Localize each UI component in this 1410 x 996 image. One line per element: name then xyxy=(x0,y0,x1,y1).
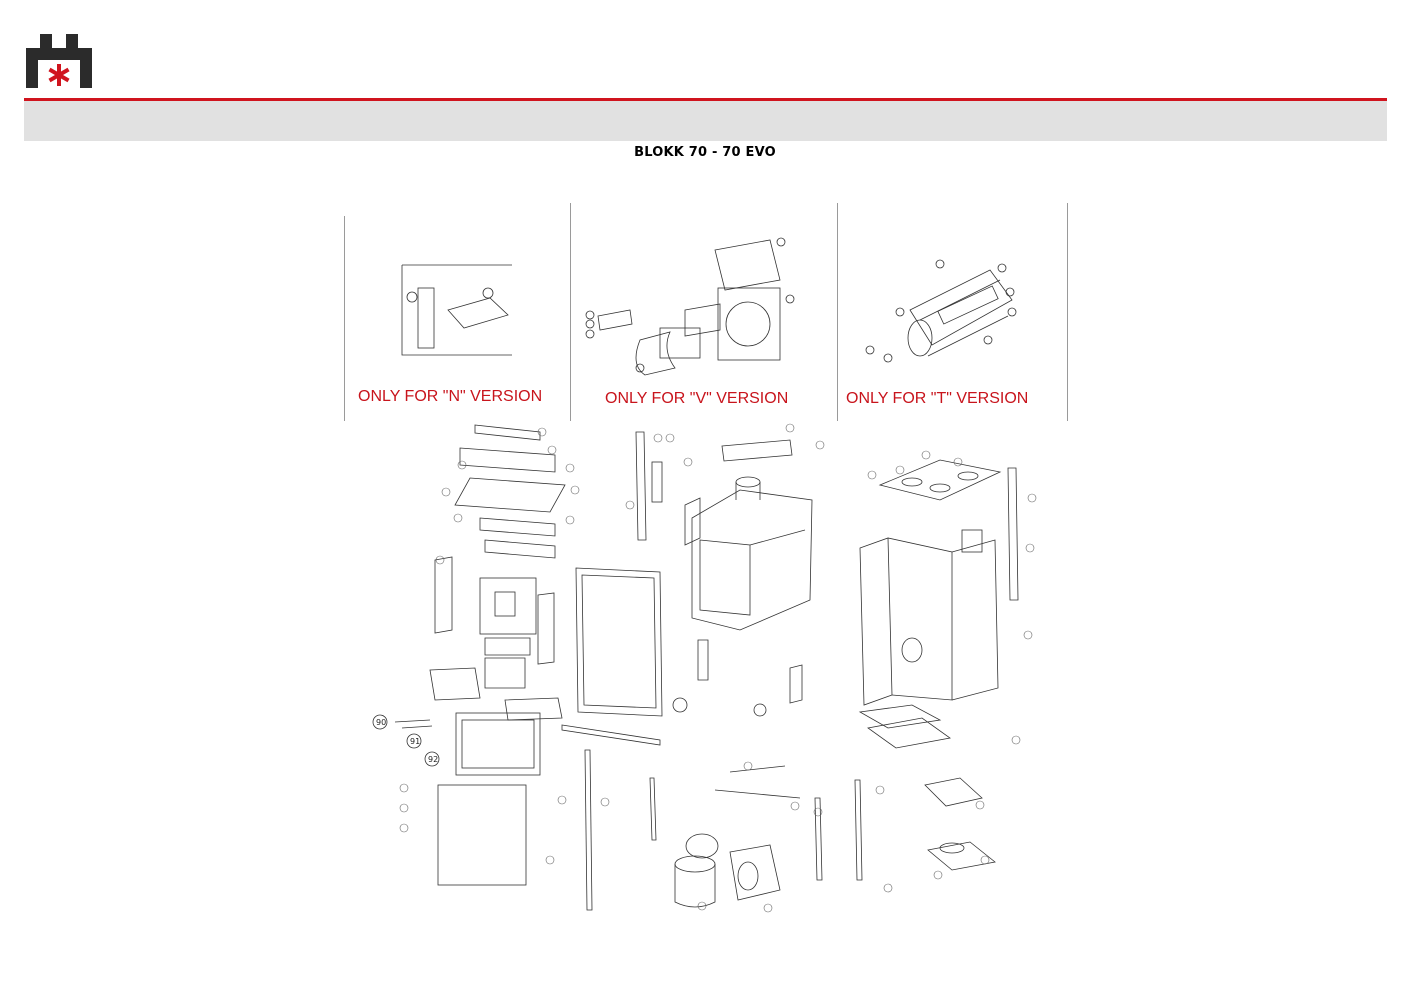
callout-markers xyxy=(399,423,1037,913)
center-assembly xyxy=(561,431,823,911)
company-logo-icon xyxy=(26,34,92,88)
version-label-n: ONLY FOR "N" VERSION xyxy=(358,388,543,405)
left-assembly: 90 91 92 xyxy=(372,424,566,886)
panel-divider xyxy=(837,203,838,421)
callout-92: 92 xyxy=(428,755,438,764)
document-title: BLOKK 70 - 70 EVO xyxy=(634,145,776,160)
header-rule xyxy=(24,98,1387,101)
t-version-parts xyxy=(865,259,1017,363)
panel-divider xyxy=(344,216,345,421)
version-label-v: ONLY FOR "V" VERSION xyxy=(605,390,789,407)
right-assembly xyxy=(854,459,1019,881)
exploded-parts-drawing: 90 91 92 xyxy=(372,237,1037,913)
callout-90: 90 xyxy=(376,718,386,727)
n-version-parts xyxy=(401,264,512,356)
header-band xyxy=(24,101,1387,141)
panel-divider xyxy=(1067,203,1068,421)
version-label-t: ONLY FOR "T" VERSION xyxy=(846,390,1029,407)
v-version-parts xyxy=(585,237,795,376)
callout-91: 91 xyxy=(410,737,420,746)
panel-divider xyxy=(570,203,571,421)
